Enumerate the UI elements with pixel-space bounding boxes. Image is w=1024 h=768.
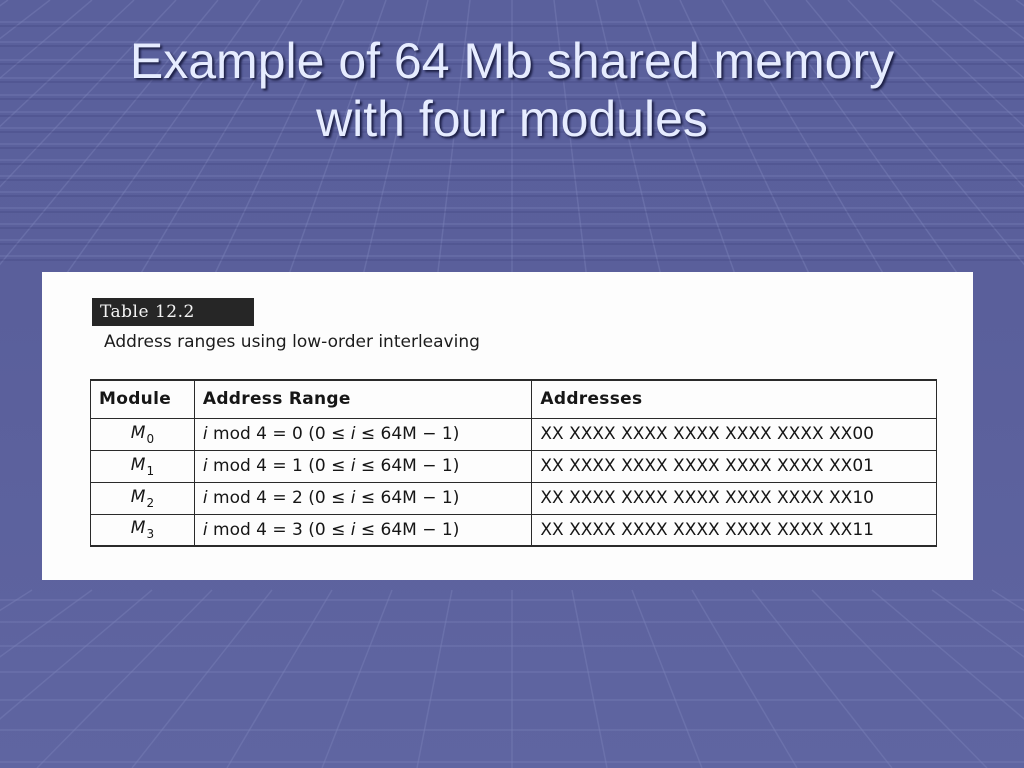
range-end: ≤ 64M − 1)	[355, 519, 460, 540]
module-subscript: 3	[146, 527, 155, 542]
header-address-range: Address Range	[193, 379, 533, 419]
range-text: mod 4 = 0 (0 ≤	[207, 424, 351, 444]
module-subscript: 1	[146, 463, 155, 478]
range-variable: i	[202, 456, 208, 476]
slide-title: Example of 64 Mb shared memory with four…	[0, 32, 1024, 148]
cell-module: M3	[90, 513, 195, 547]
cell-address-range: i mod 4 = 1 (0 ≤ i ≤ 64M − 1)	[193, 449, 533, 483]
cell-address-range: i mod 4 = 2 (0 ≤ i ≤ 64M − 1)	[193, 481, 533, 515]
table-caption: Address ranges using low-order interleav…	[104, 332, 480, 352]
scanned-table-image: Table 12.2 Address ranges using low-orde…	[42, 272, 973, 580]
cell-address-range: i mod 4 = 3 (0 ≤ i ≤ 64M − 1)	[193, 513, 533, 547]
module-letter: M	[130, 454, 146, 475]
range-variable: i	[202, 519, 208, 540]
header-module: Module	[90, 379, 195, 419]
cell-addresses: XX XXXX XXXX XXXX XXXX XXXX XX10	[531, 481, 937, 515]
table-number-tag: Table 12.2	[92, 298, 254, 326]
range-variable-2: i	[350, 519, 356, 540]
range-variable-2: i	[350, 424, 356, 444]
range-end: ≤ 64M − 1)	[355, 456, 460, 476]
cell-module: M1	[90, 449, 195, 483]
slide-title-line-2: with four modules	[316, 91, 708, 147]
slide-title-line-1: Example of 64 Mb shared memory	[129, 33, 895, 89]
range-text: mod 4 = 3 (0 ≤	[207, 519, 351, 540]
cell-module: M0	[90, 417, 195, 451]
header-addresses: Addresses	[531, 379, 937, 419]
cell-addresses: XX XXXX XXXX XXXX XXXX XXXX XX00	[531, 417, 937, 451]
cell-module: M2	[90, 481, 195, 515]
range-end: ≤ 64M − 1)	[355, 424, 460, 444]
range-end: ≤ 64M − 1)	[355, 488, 460, 508]
module-subscript: 0	[146, 431, 155, 446]
range-text: mod 4 = 1 (0 ≤	[207, 456, 351, 476]
range-variable: i	[202, 488, 208, 508]
table-header-row: Module Address Range Addresses	[90, 379, 937, 419]
cell-addresses: XX XXXX XXXX XXXX XXXX XXXX XX01	[531, 449, 937, 483]
range-variable-2: i	[350, 456, 356, 476]
range-variable: i	[202, 424, 208, 444]
module-letter: M	[130, 518, 146, 539]
cell-address-range: i mod 4 = 0 (0 ≤ i ≤ 64M − 1)	[193, 417, 533, 451]
module-subscript: 2	[146, 495, 155, 510]
module-letter: M	[130, 486, 146, 507]
range-variable-2: i	[350, 488, 356, 508]
cell-addresses: XX XXXX XXXX XXXX XXXX XXXX XX11	[531, 513, 937, 547]
module-letter: M	[130, 422, 146, 443]
range-text: mod 4 = 2 (0 ≤	[207, 488, 351, 508]
